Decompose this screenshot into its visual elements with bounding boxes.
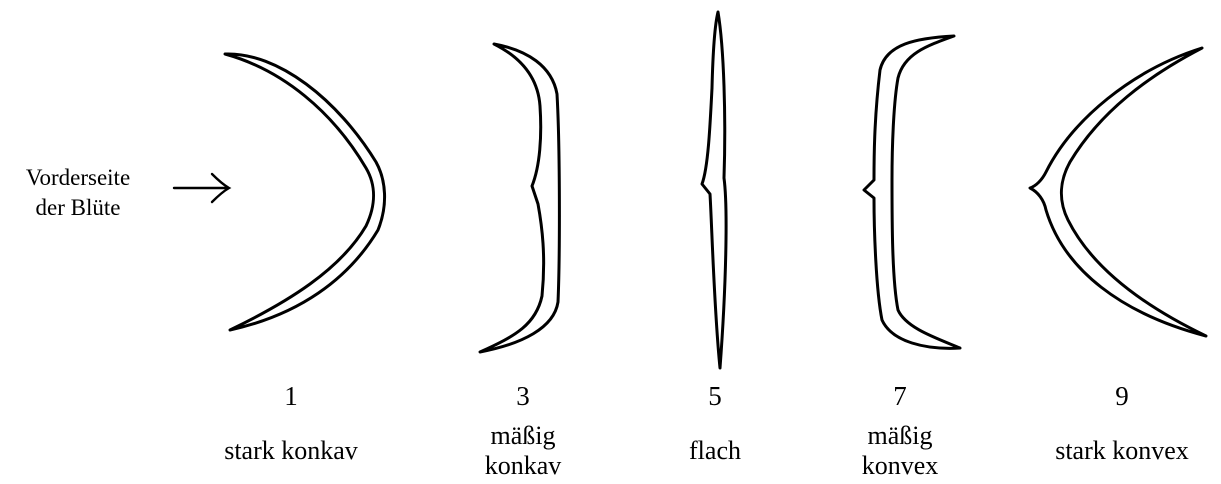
- shape-9-number: 9: [1082, 381, 1162, 411]
- shape-3-caption-line-2: konkav: [428, 451, 618, 481]
- shape-flat: [688, 8, 746, 374]
- shape-strongly-concave: [218, 40, 403, 340]
- shape-1-number: 1: [251, 381, 331, 411]
- shape-5-caption: flach: [620, 436, 810, 466]
- shape-9-caption-line-1: stark konvex: [1027, 436, 1217, 466]
- shape-7-caption-line-2: konvex: [805, 451, 995, 481]
- front-side-label-line-2: der Blüte: [8, 193, 148, 223]
- shape-1-caption: stark konkav: [196, 436, 386, 466]
- shape-5-number: 5: [675, 381, 755, 411]
- shape-9-caption: stark konvex: [1027, 436, 1217, 466]
- shape-7-number: 7: [860, 381, 940, 411]
- shape-7-caption-line-1: mäßig: [805, 421, 995, 451]
- shape-3-caption: mäßig konkav: [428, 421, 618, 481]
- shape-1-caption-line-1: stark konkav: [196, 436, 386, 466]
- shape-7-caption: mäßig konvex: [805, 421, 995, 481]
- shape-3-caption-line-1: mäßig: [428, 421, 618, 451]
- front-side-label: Vorderseite der Blüte: [8, 163, 148, 223]
- shape-5-caption-line-1: flach: [620, 436, 810, 466]
- front-side-label-line-1: Vorderseite: [8, 163, 148, 193]
- shape-strongly-convex: [1022, 40, 1212, 344]
- shape-moderately-convex: [856, 30, 968, 360]
- shape-moderately-concave: [472, 36, 582, 362]
- shape-3-number: 3: [483, 381, 563, 411]
